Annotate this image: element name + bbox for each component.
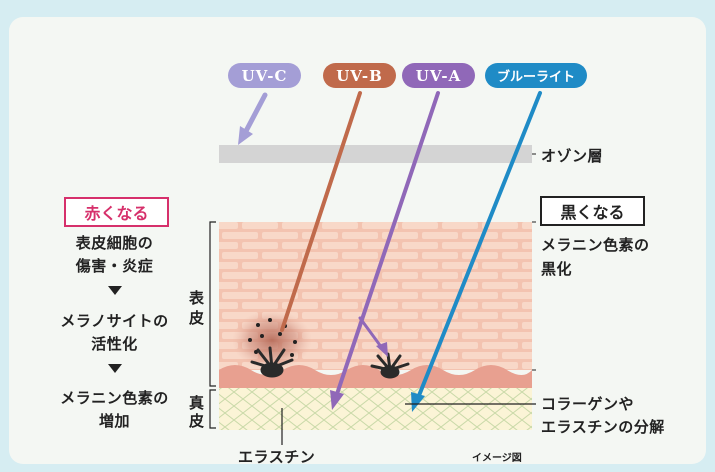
uvc-ray bbox=[242, 92, 268, 136]
uvc-arrowhead bbox=[238, 126, 253, 145]
down-arrow-icon bbox=[108, 364, 122, 373]
melanocyte-left bbox=[250, 346, 294, 378]
basal-layer bbox=[219, 365, 532, 388]
left-step1-line1: 表皮細胞の bbox=[75, 234, 154, 252]
dermis-layer bbox=[219, 388, 532, 430]
dermis-label-2: 皮 bbox=[189, 412, 205, 430]
reddening-box: 赤くなる bbox=[64, 197, 169, 227]
left-step3-line1: メラニン色素の bbox=[60, 389, 169, 407]
uva-ray bbox=[335, 91, 440, 396]
epidermis-bracket bbox=[209, 221, 216, 387]
right-text-line1: メラニン色素の bbox=[541, 236, 650, 254]
down-arrow-icon bbox=[108, 286, 122, 295]
left-step1-line2: 傷害・炎症 bbox=[75, 257, 154, 275]
uvb-ray bbox=[280, 91, 362, 332]
uva-label: UV-A bbox=[402, 63, 475, 88]
epidermis-label-2: 皮 bbox=[189, 309, 205, 327]
uva-arrowhead bbox=[330, 390, 344, 410]
dermis-label-1: 真 bbox=[189, 394, 205, 412]
left-step3-line2: 増加 bbox=[98, 412, 130, 430]
ozone-label: オゾン層 bbox=[541, 147, 604, 165]
bluelight-ray bbox=[416, 91, 542, 400]
collagen-line1: コラーゲンや bbox=[541, 395, 635, 413]
darkening-box: 黒くなる bbox=[540, 196, 645, 226]
elastin-label: エラスチン bbox=[238, 448, 316, 466]
collagen-line2: エラスチンの分解 bbox=[541, 418, 665, 436]
uva-branch bbox=[358, 316, 384, 350]
bluelight-arrowhead bbox=[411, 392, 425, 412]
dermis-bracket bbox=[209, 389, 216, 429]
melanocyte-right bbox=[370, 352, 410, 379]
bluelight-label: ブルーライト bbox=[485, 63, 587, 88]
uvc-label: UV-C bbox=[228, 63, 301, 88]
left-step2-line2: 活性化 bbox=[91, 335, 138, 353]
uvb-label: UV-B bbox=[323, 63, 396, 88]
right-text-line2: 黒化 bbox=[541, 260, 573, 278]
epidermis-label-1: 表 bbox=[189, 289, 205, 307]
image-caption: イメージ図 bbox=[472, 453, 522, 464]
ozone-layer-band bbox=[219, 145, 532, 163]
left-step2-line1: メラノサイトの bbox=[60, 312, 169, 330]
